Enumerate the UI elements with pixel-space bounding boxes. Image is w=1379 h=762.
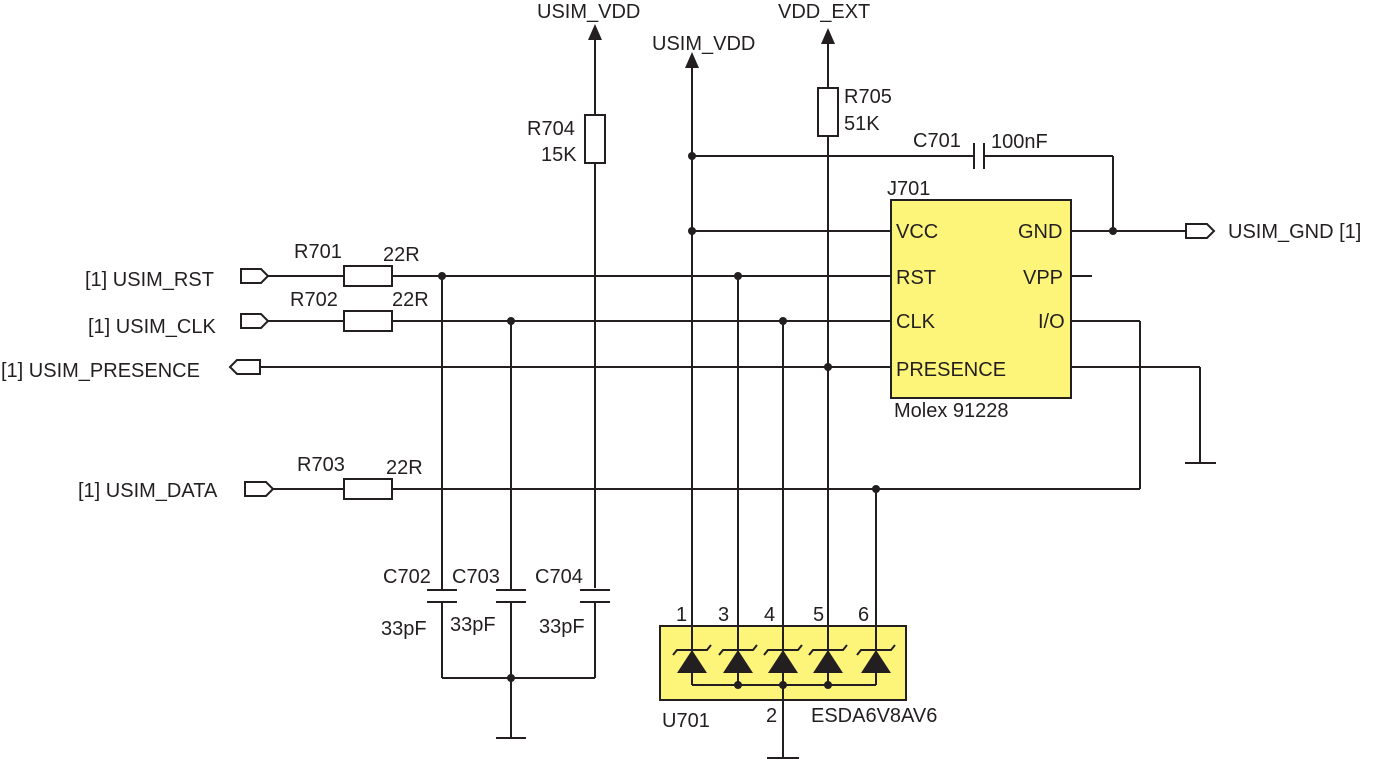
pin-number-2: 2 <box>766 705 777 727</box>
tvs-diode-pin5-icon <box>808 644 848 673</box>
label-c701-ref: C701 <box>913 130 961 152</box>
j701-connector-body <box>890 199 1072 399</box>
tvs-diode-pin4-icon <box>763 644 803 673</box>
resistor-r703 <box>343 478 393 500</box>
capacitor-c704 <box>580 589 610 603</box>
label-c704-ref: C704 <box>535 566 583 588</box>
pin-number-1: 1 <box>676 604 687 626</box>
junction-dots <box>438 152 1117 689</box>
capacitor-c702 <box>427 589 457 603</box>
label-r701-value: 22R <box>383 244 420 266</box>
pin-label-presence: PRESENCE <box>896 359 1006 381</box>
label-c702-value: 33pF <box>381 618 427 640</box>
port-rst-icon <box>240 268 270 284</box>
label-r701-ref: R701 <box>294 241 342 263</box>
tvs-diode-pin1-icon <box>672 644 712 673</box>
label-port-presence: [1] USIM_PRESENCE <box>1 360 200 382</box>
label-c703-value: 33pF <box>450 614 496 636</box>
label-r702-ref: R702 <box>290 289 338 311</box>
pin-label-clk: CLK <box>896 311 936 333</box>
label-c704-value: 33pF <box>539 616 585 638</box>
tvs-diode-pin6-icon <box>856 644 896 673</box>
label-port-data: [1] USIM_DATA <box>78 480 218 502</box>
pin-label-rst: RST <box>896 267 936 289</box>
resistor-r702 <box>343 310 393 332</box>
capacitor-c701 <box>973 143 985 169</box>
label-r703-value: 22R <box>386 457 423 479</box>
pin-number-6: 6 <box>858 604 869 626</box>
label-vdd-ext: VDD_EXT <box>778 1 870 23</box>
label-r703-ref: R703 <box>297 454 345 476</box>
label-usim-vdd-top: USIM_VDD <box>537 1 640 23</box>
resistor-r705 <box>817 87 839 137</box>
pin-label-vcc: VCC <box>896 221 938 243</box>
label-port-rst: [1] USIM_RST <box>85 269 214 291</box>
label-u701-ref: U701 <box>662 710 710 732</box>
label-c701-value: 100nF <box>991 131 1048 153</box>
wires <box>260 36 1216 759</box>
label-j701-part: Molex 91228 <box>894 400 1009 422</box>
label-c702-ref: C702 <box>383 566 431 588</box>
pin-number-3: 3 <box>718 604 729 626</box>
port-presence-icon <box>228 359 261 375</box>
label-usim-vdd-mid: USIM_VDD <box>652 33 755 55</box>
label-r705-value: 51K <box>844 113 880 135</box>
arrow-usim-vdd-mid-icon <box>685 52 699 68</box>
label-j701-ref: J701 <box>887 178 930 200</box>
label-r704-ref: R704 <box>527 118 575 140</box>
pin-number-4: 4 <box>764 604 775 626</box>
capacitor-c703 <box>496 589 526 603</box>
resistor-r704 <box>584 114 606 164</box>
port-gnd-icon <box>1185 223 1216 239</box>
label-r705-ref: R705 <box>844 86 892 108</box>
label-port-clk: [1] USIM_CLK <box>88 316 216 338</box>
label-u701-part: ESDA6V8AV6 <box>811 705 937 727</box>
label-c703-ref: C703 <box>452 566 500 588</box>
resistor-r701 <box>343 265 393 287</box>
pin-label-io: I/O <box>1038 311 1065 333</box>
tvs-diode-pin3-icon <box>718 644 758 673</box>
label-r702-value: 22R <box>392 289 429 311</box>
pin-label-gnd: GND <box>1018 221 1062 243</box>
port-clk-icon <box>240 313 270 329</box>
arrow-usim-vdd-top-icon <box>588 24 602 40</box>
label-r704-value: 15K <box>541 144 577 166</box>
pin-label-vpp: VPP <box>1023 267 1063 289</box>
port-data-icon <box>244 481 275 497</box>
pin-number-5: 5 <box>813 604 824 626</box>
arrow-vdd-ext-icon <box>821 28 835 44</box>
label-port-gnd: USIM_GND [1] <box>1228 221 1361 243</box>
